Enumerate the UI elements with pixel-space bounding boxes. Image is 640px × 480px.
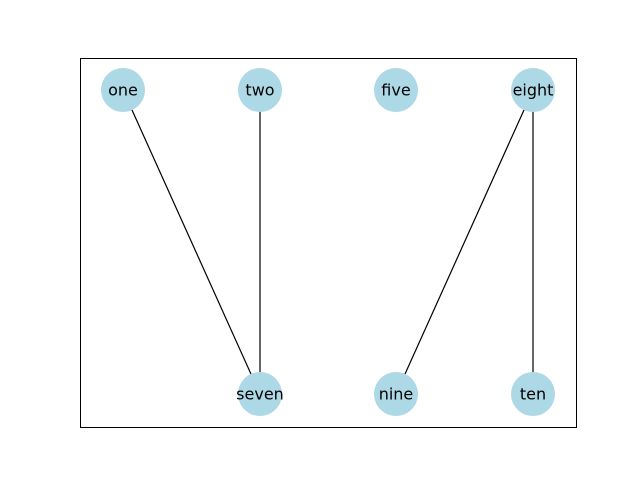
node-circle — [511, 68, 555, 112]
node-circle — [238, 68, 282, 112]
node-circle — [374, 372, 418, 416]
node-label: one — [108, 81, 138, 100]
node-ten: ten — [511, 372, 555, 416]
node-label: ten — [520, 385, 546, 404]
node-label: eight — [513, 81, 554, 100]
node-circle — [511, 372, 555, 416]
node-label: seven — [236, 385, 284, 404]
plot-frame — [80, 58, 577, 428]
node-nine: nine — [374, 372, 418, 416]
node-eight: eight — [511, 68, 555, 112]
node-circle — [101, 68, 145, 112]
nodes-layer: one two five eight seven nine ten — [101, 68, 555, 416]
node-one: one — [101, 68, 145, 112]
edge-eight-nine — [395, 89, 534, 395]
node-circle — [238, 372, 282, 416]
edge-one-seven — [122, 89, 261, 395]
node-label: nine — [379, 385, 414, 404]
node-seven: seven — [236, 372, 284, 416]
node-five: five — [374, 68, 418, 112]
node-circle — [374, 68, 418, 112]
node-label: five — [381, 81, 410, 100]
node-two: two — [238, 68, 282, 112]
edges-layer — [122, 89, 534, 395]
node-label: two — [245, 81, 274, 100]
